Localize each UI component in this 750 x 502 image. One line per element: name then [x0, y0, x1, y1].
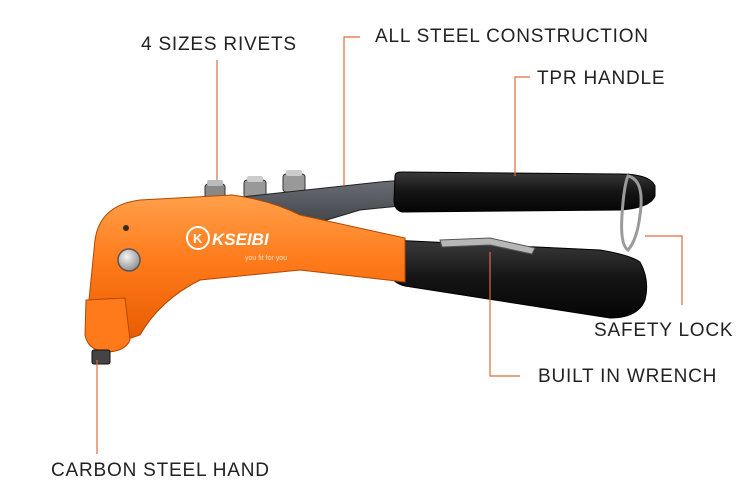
- callout-tpr-handle: TPR HANDLE: [537, 68, 666, 89]
- safety-lock: [620, 174, 643, 252]
- brand-tagline: you fit for you: [245, 255, 287, 262]
- callout-built-in-wrench: BUILT IN WRENCH: [538, 366, 718, 387]
- callout-carbon-steel-hand: CARBON STEEL HAND: [51, 460, 270, 481]
- leader-lines: [96, 36, 683, 454]
- callout-all-steel-construction: ALL STEEL CONSTRUCTION: [375, 26, 649, 47]
- lower-handle: [387, 239, 648, 319]
- upper-handle: [393, 171, 656, 213]
- nozzle-tip: [91, 349, 111, 365]
- brand-logo: K KSEIBI you fit for you: [186, 226, 287, 262]
- brand-logo-text: KSEIBI: [212, 230, 270, 249]
- nozzle-head: [84, 297, 131, 353]
- pivot-bolt: [117, 248, 141, 272]
- callout-safety-lock: SAFETY LOCK: [594, 320, 734, 341]
- svg-text:K: K: [193, 231, 203, 246]
- spare-nozzles: [204, 170, 306, 201]
- orange-body: [87, 194, 406, 346]
- built-in-wrench: [439, 237, 536, 255]
- callout-4-sizes-rivets: 4 SIZES RIVETS: [141, 34, 297, 55]
